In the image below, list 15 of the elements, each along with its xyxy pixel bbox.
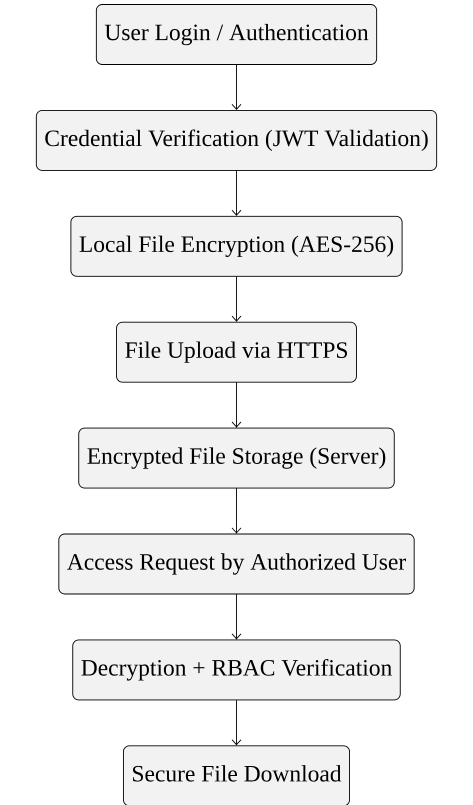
arrow [232, 594, 242, 640]
arrow [232, 700, 242, 746]
arrow [232, 382, 242, 428]
process-box: Credential Verification (JWT Validation) [36, 110, 438, 171]
arrow [232, 170, 242, 216]
arrow [232, 276, 242, 322]
process-box: Local File Encryption (AES-256) [70, 216, 403, 277]
arrow [232, 64, 242, 110]
process-box: Encrypted File Storage (Server) [78, 428, 395, 489]
process-box: User Login / Authentication [96, 4, 378, 65]
process-box: Access Request by Authorized User [58, 534, 415, 594]
process-box: Secure File Download [122, 745, 350, 805]
arrow [232, 488, 242, 534]
process-box: Decryption + RBAC Verification [72, 639, 401, 700]
process-box: File Upload via HTTPS [116, 322, 357, 383]
